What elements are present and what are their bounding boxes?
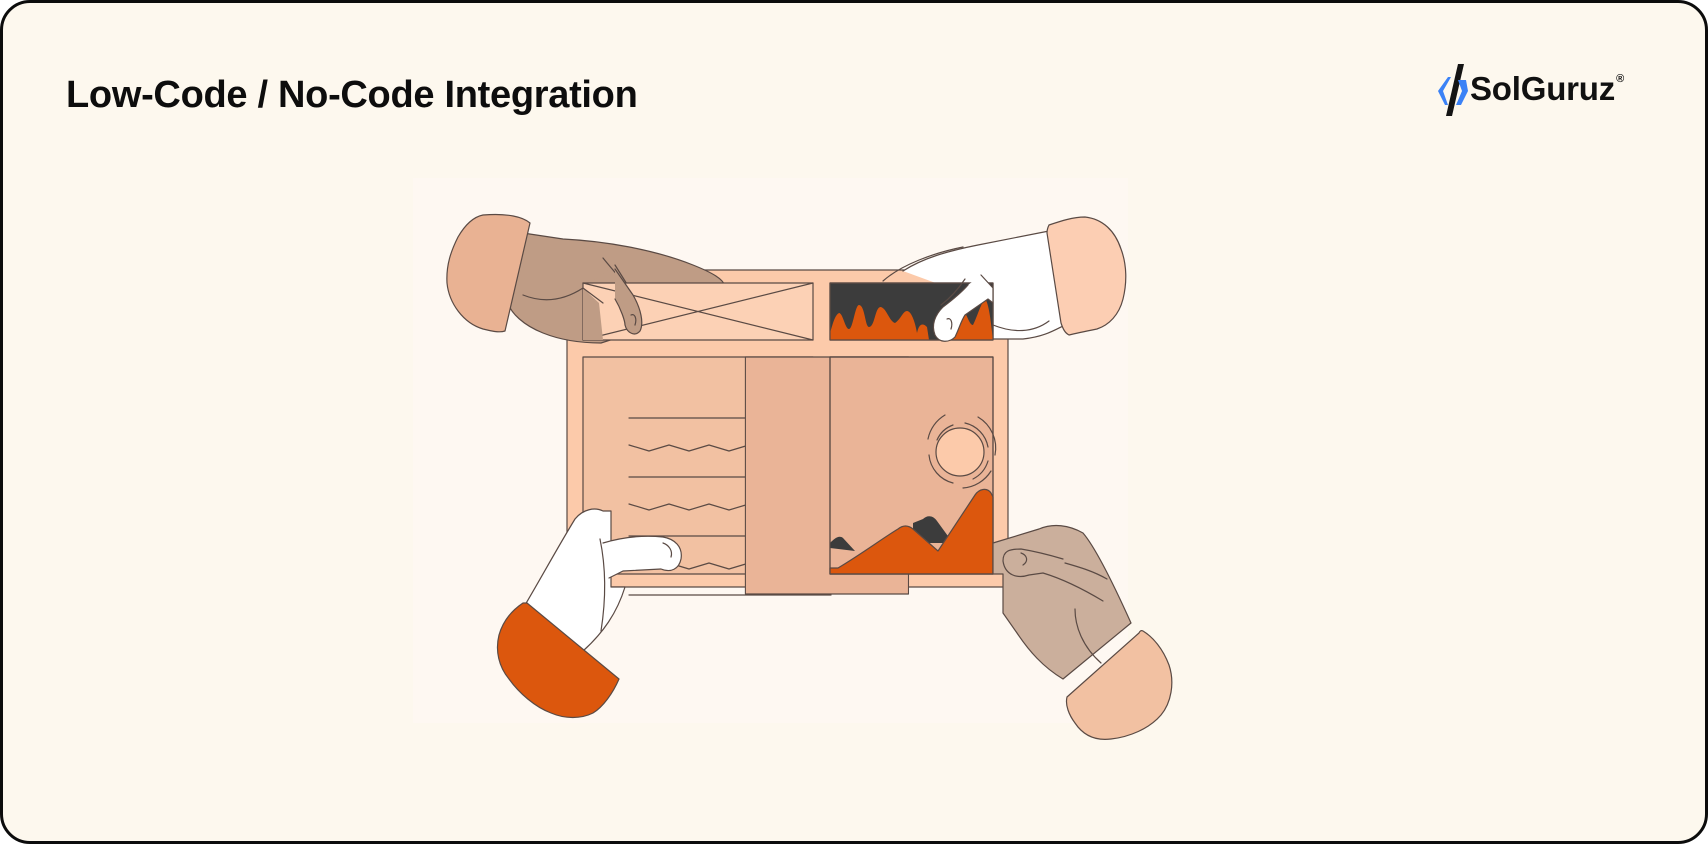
bottom-left-cuff — [496, 602, 620, 719]
solguruz-chevron-logo-icon — [1438, 64, 1468, 116]
page-title: Low-Code / No-Code Integration — [66, 74, 638, 116]
bottom-right-hand — [992, 524, 1173, 740]
bottom-right-cuff — [1065, 630, 1173, 740]
landscape-image-panel — [744, 356, 997, 595]
registered-mark: ® — [1616, 73, 1625, 85]
brand-name: SolGuruz — [1470, 70, 1616, 107]
bottom-left-hand — [496, 508, 682, 719]
brand-logo: SolGuruz ® — [1434, 59, 1624, 119]
wireframe-hands-illustration — [413, 178, 1173, 740]
top-right-cuff — [1046, 216, 1127, 336]
